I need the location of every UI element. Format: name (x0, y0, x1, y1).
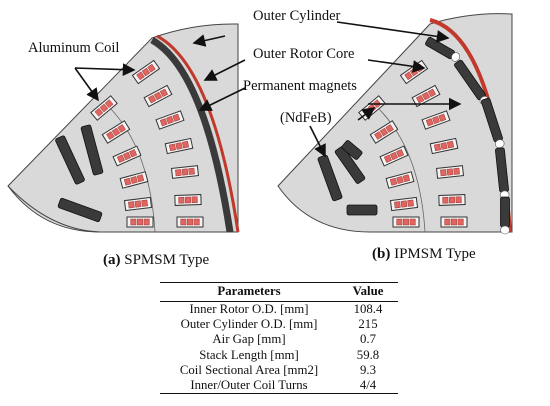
caption-b-text: IPMSM Type (390, 246, 476, 262)
coil-slot (392, 216, 420, 228)
ipmsm-section (277, 13, 513, 235)
param-value: 4/4 (338, 378, 398, 395)
coil-slot (176, 216, 204, 228)
table-row: Outer Cylinder O.D. [mm] 215 (160, 317, 398, 332)
coil-slot (143, 84, 173, 108)
coil-slot (438, 194, 466, 206)
magnet-block (500, 196, 510, 235)
param-value: 215 (358, 317, 378, 332)
arrow-coil-1 (74, 67, 99, 102)
param-name: Coil Sectional Area [mm2] (179, 362, 319, 377)
coil-slot (389, 196, 419, 212)
magnet-block (346, 204, 378, 216)
arrow-rotor-core-right (367, 59, 426, 73)
magnet-block (425, 36, 461, 62)
ipmsm-coils (358, 59, 468, 228)
param-name: Inner/Outer Coil Turns (160, 378, 338, 395)
arrow-outer-cylinder-right (336, 21, 450, 43)
coil-slot (411, 84, 441, 108)
param-name: Air Gap [mm] (212, 332, 286, 347)
spmsm-magnets (55, 124, 104, 223)
coil-slot (119, 171, 149, 189)
label-aluminum-coil: Aluminum Coil (28, 40, 120, 56)
coil-slot (123, 196, 153, 212)
header-value: Value (338, 282, 398, 302)
arrow-coil-2 (74, 63, 136, 77)
arrow-ndfeb-1 (309, 125, 326, 158)
param-value: 9.3 (360, 362, 376, 377)
magnet-block (55, 135, 85, 185)
table-row: Stack Length [mm] 59.8 (160, 348, 398, 363)
table-row: Coil Sectional Area [mm2] 9.3 (160, 363, 398, 378)
coil-slot (131, 59, 161, 85)
table-header-row: Parameters Value (160, 282, 398, 302)
arrow-rotor-core-left (203, 59, 246, 81)
magnet-block (481, 97, 505, 149)
magnet-block (334, 146, 366, 184)
coil-slot (101, 120, 131, 144)
label-outer-rotor-core: Outer Rotor Core (253, 46, 355, 62)
arrow-outer-cylinder-left (192, 34, 226, 47)
magnet-block (341, 140, 363, 160)
param-value: 108.4 (353, 302, 383, 316)
spmsm-coils (90, 59, 204, 228)
coil-slot (379, 145, 409, 167)
caption-a: (a) SPMSM Type (103, 252, 209, 269)
param-value: 59.8 (356, 347, 380, 362)
ipmsm-slot-line (377, 107, 426, 233)
arrow-magnet-left (198, 87, 246, 111)
table-row: Inner Rotor O.D. [mm] 108.4 (160, 302, 398, 318)
label-outer-cylinder: Outer Cylinder (253, 8, 341, 24)
caption-a-letter: (a) (103, 252, 121, 268)
coil-slot (440, 216, 468, 228)
caption-b-letter: (b) (372, 246, 391, 262)
param-name: Inner Rotor O.D. [mm] (189, 302, 309, 316)
coil-slot (429, 137, 459, 155)
coil-slot (90, 95, 118, 121)
spmsm-section (7, 23, 240, 233)
spmsm-inner-bore (7, 185, 101, 233)
coil-slot (112, 145, 142, 167)
label-ndfeb: (NdFeB) (280, 110, 332, 126)
motor-cross-sections: Aluminum Coil Outer Cylinder Outer Rotor… (7, 8, 513, 235)
ipmsm-magnets (317, 36, 510, 235)
param-name: Outer Cylinder O.D. [mm] (180, 317, 318, 332)
ipmsm-core (277, 13, 513, 233)
coil-slot (164, 137, 194, 155)
coil-slot (174, 194, 202, 206)
coil-slot (155, 110, 185, 130)
coil-slot (385, 171, 415, 189)
table-row: Air Gap [mm] 0.7 (160, 332, 398, 347)
param-name: Stack Length [mm] (199, 347, 299, 362)
arrow-ndfeb-2 (357, 107, 376, 121)
motor-diagram-svg (7, 13, 513, 235)
coil-slot (369, 120, 399, 144)
caption-a-text: SPMSM Type (120, 252, 210, 268)
coil-slot (170, 165, 200, 179)
coil-slot (126, 216, 154, 228)
callout-arrows (74, 21, 462, 158)
header-parameters: Parameters (160, 282, 338, 302)
spmsm-slot-line (109, 107, 156, 233)
spmsm-back-iron-ring (150, 36, 234, 233)
coil-slot (421, 110, 451, 130)
param-value: 0.7 (360, 332, 376, 347)
coil-slot (435, 165, 465, 179)
magnet-block (57, 197, 103, 223)
label-permanent-magnets: Permanent magnets (243, 78, 357, 94)
magnet-block (80, 124, 104, 176)
parameters-table: Parameters Value Inner Rotor O.D. [mm] 10… (160, 282, 398, 395)
caption-b: (b) IPMSM Type (372, 246, 476, 263)
